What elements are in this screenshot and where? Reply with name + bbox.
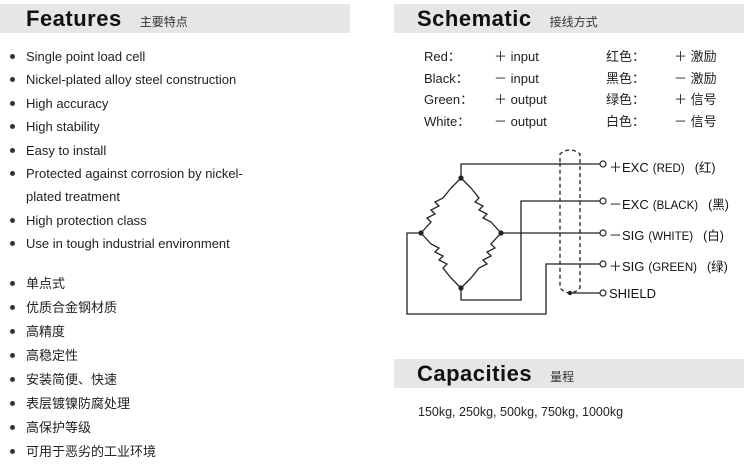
- terminal-color: (BLACK): [652, 200, 699, 212]
- wire-color-zh: 红色：: [606, 49, 646, 64]
- wire-sign: －: [494, 113, 508, 129]
- terminal-minus-sig: [599, 229, 607, 237]
- capacities-title-zh: 量程: [550, 369, 575, 384]
- terminal-color-zh: (红): [694, 161, 716, 175]
- terminal-shield: [599, 289, 607, 297]
- terminal-minus-exc: [599, 197, 607, 205]
- wire-func: output: [510, 92, 547, 107]
- terminal-name: －EXC: [609, 197, 649, 212]
- terminal-label-minus-sig: －SIG(WHITE) (白): [609, 225, 724, 244]
- schematic-title: Schematic: [417, 5, 532, 31]
- capacities-header: Capacities 量程: [394, 359, 744, 388]
- resistor-top-left: [420, 177, 462, 234]
- wire-function: － input: [494, 68, 539, 87]
- terminal-color: (GREEN): [648, 262, 697, 274]
- wire-color: White：: [424, 113, 471, 129]
- wire-function-zh: ＋ 激励: [674, 46, 717, 65]
- list-item: High stability: [8, 115, 243, 138]
- wire-sign: ＋: [494, 92, 508, 107]
- wire-color-zh: 绿色：: [606, 92, 646, 107]
- wire-function-zh: － 激励: [674, 68, 717, 87]
- features-list-en: Single point load cell Nickel-plated all…: [8, 45, 243, 256]
- list-item: High accuracy: [8, 92, 243, 115]
- terminal-label-plus-sig: ＋SIG(GREEN) (绿): [609, 256, 728, 275]
- terminal-color-zh: (绿): [706, 260, 728, 274]
- terminal-name: －SIG: [609, 228, 645, 243]
- wire-function: ＋ input: [494, 46, 539, 65]
- list-item: Use in tough industrial environment: [8, 232, 243, 255]
- list-item: Protected against corrosion by nickel-: [8, 162, 243, 185]
- resistor-top-right: [460, 177, 502, 234]
- wire-func: input: [510, 70, 539, 86]
- list-item: Easy to install: [8, 139, 243, 162]
- wire-minus-exc: [460, 200, 600, 301]
- terminal-color-zh: (黑): [708, 198, 729, 212]
- list-item: 可用于恶劣的工业环境: [8, 440, 156, 464]
- wire-func: output: [510, 113, 547, 129]
- resistor-bottom-right: [460, 232, 502, 289]
- wire-function: ＋ output: [494, 89, 547, 108]
- list-item: 高稳定性: [8, 344, 156, 368]
- terminal-color-zh: (白): [703, 229, 724, 243]
- wire-func-zh: 激励: [690, 70, 717, 86]
- capacities-values: 150kg, 250kg, 500kg, 750kg, 1000kg: [418, 405, 624, 419]
- wire-color-zh: 白色：: [606, 113, 646, 129]
- terminal-label-minus-exc: －EXC(BLACK) (黑): [609, 194, 729, 213]
- schematic-title-zh: 接线方式: [549, 14, 598, 29]
- schematic-header: Schematic 接线方式: [394, 4, 744, 33]
- wire-function-zh: － 信号: [674, 111, 717, 130]
- wire-sign: －: [494, 70, 508, 86]
- wire-sign-zh: －: [674, 113, 688, 129]
- list-item: Nickel-plated alloy steel construction: [8, 68, 243, 91]
- features-header: Features 主要特点: [0, 4, 350, 33]
- list-item: 高保护等级: [8, 416, 156, 440]
- list-item: 优质合金钢材质: [8, 296, 156, 320]
- wire-func: input: [510, 49, 539, 64]
- features-list-zh: 单点式 优质合金钢材质 高精度 高稳定性 安装简便、快速 表层镀镍防腐处理 高保…: [8, 272, 156, 464]
- resistor-bottom-left: [420, 232, 462, 289]
- terminal-label-shield: SHIELD: [609, 286, 656, 301]
- terminal-name: ＋SIG: [609, 259, 645, 274]
- wire-color-zh: 黑色：: [606, 70, 646, 86]
- wire-plus-exc: [460, 163, 600, 178]
- terminal-color: (WHITE): [648, 231, 694, 243]
- terminal-color: (RED): [652, 163, 685, 175]
- terminal-plus-sig: [599, 260, 607, 268]
- wire-sign: ＋: [494, 49, 508, 64]
- wire-color: Red：: [424, 49, 461, 64]
- bridge-schematic: [406, 149, 607, 315]
- terminal-label-plus-exc: ＋EXC(RED) (红): [609, 157, 716, 176]
- wire-func-zh: 激励: [690, 49, 717, 64]
- wire-sign-zh: －: [674, 70, 688, 86]
- features-title-zh: 主要特点: [139, 14, 188, 29]
- wire-sign-zh: ＋: [674, 49, 688, 64]
- terminal-plus-exc: [599, 160, 607, 168]
- wire-plus-sig: [406, 232, 600, 315]
- wire-func-zh: 信号: [690, 92, 717, 107]
- list-item: 安装简便、快速: [8, 368, 156, 392]
- list-item: High protection class: [8, 209, 243, 232]
- wire-function-zh: ＋ 信号: [674, 89, 717, 108]
- wire-function: － output: [494, 111, 547, 130]
- list-item: 单点式: [8, 272, 156, 296]
- wire-func-zh: 信号: [690, 113, 717, 129]
- terminal-name: SHIELD: [609, 286, 656, 301]
- wire-color: Black：: [424, 70, 469, 86]
- list-item: Single point load cell: [8, 45, 243, 68]
- list-item: 表层镀镍防腐处理: [8, 392, 156, 416]
- list-item-continuation: plated treatment: [26, 189, 120, 205]
- terminal-name: ＋EXC: [609, 160, 649, 175]
- wire-sign-zh: ＋: [674, 92, 688, 107]
- cable-shield: [559, 149, 581, 294]
- features-title: Features: [26, 5, 122, 31]
- capacities-title: Capacities: [417, 360, 533, 386]
- wire-color: Green：: [424, 92, 474, 107]
- list-item: 高精度: [8, 320, 156, 344]
